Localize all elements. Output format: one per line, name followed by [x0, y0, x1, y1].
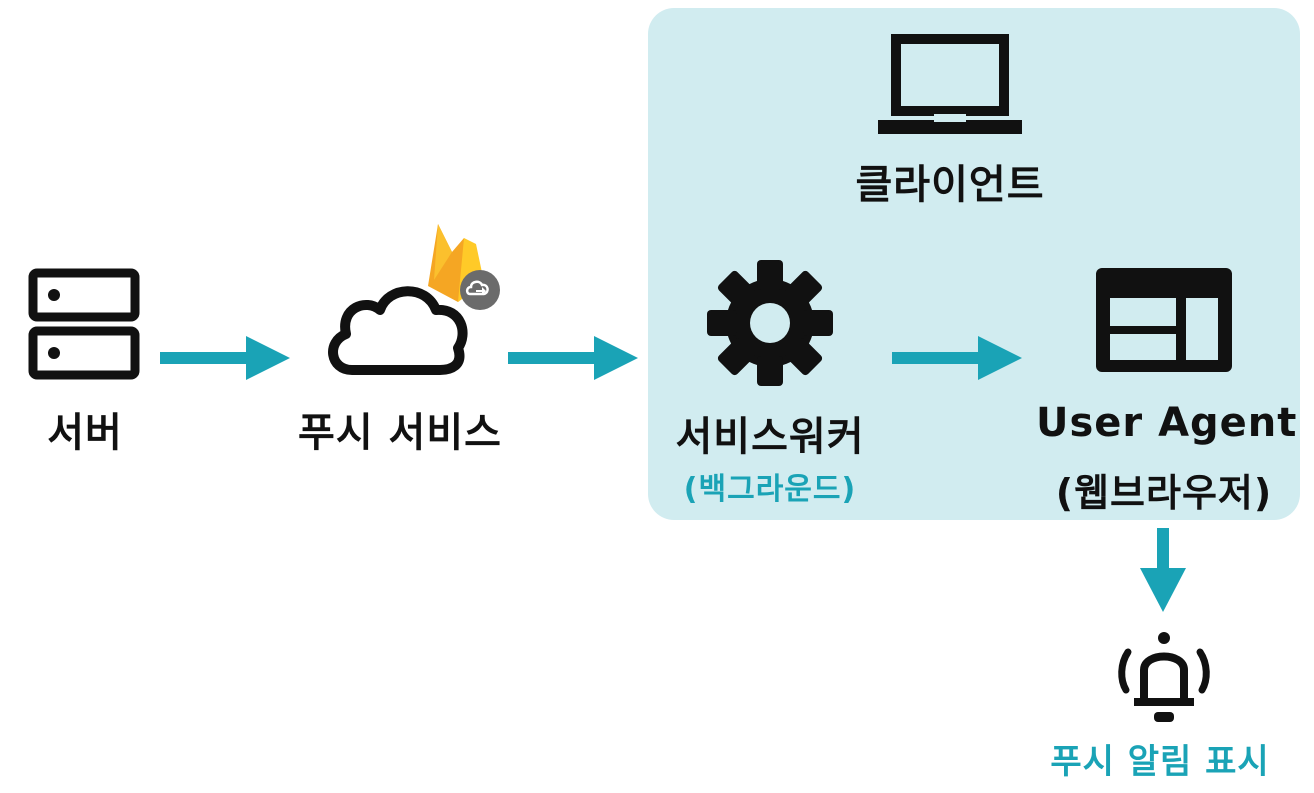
gear-icon [707, 260, 833, 386]
client-label: 클라이언트 [855, 162, 1045, 208]
bell-icon [1118, 632, 1210, 722]
user-agent-sublabel: (웹브라우저) [1055, 471, 1273, 515]
server-icon [28, 268, 140, 380]
user-agent-label: User Agent [1036, 400, 1298, 446]
browser-window-icon [1096, 268, 1232, 372]
laptop-icon [878, 34, 1022, 134]
notification-label: 푸시 알림 표시 [1050, 742, 1270, 782]
firebase-icon [428, 224, 500, 310]
client-group-box [648, 8, 1300, 520]
arrow-worker-to-agent [892, 336, 1022, 380]
arrow-agent-to-notification [1140, 528, 1186, 612]
arrow-push-to-worker [508, 336, 638, 380]
server-label: 서버 [47, 410, 123, 456]
arrow-server-to-push [160, 336, 290, 380]
service-worker-label: 서비스워커 [675, 414, 865, 460]
service-worker-sublabel: (백그라운드) [683, 472, 857, 507]
cloud-icon [328, 286, 468, 375]
push-service-label: 푸시 서비스 [298, 410, 502, 456]
